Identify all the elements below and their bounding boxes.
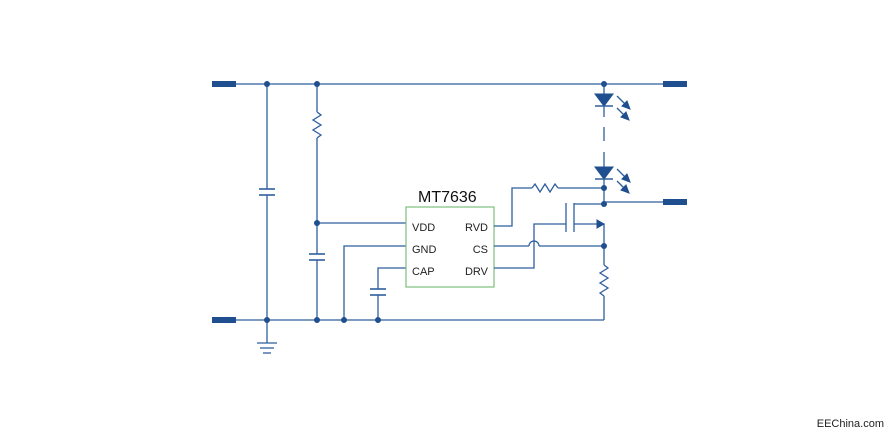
junction-dot [601, 243, 607, 249]
junction-dot [314, 81, 320, 87]
junction-dot [341, 317, 347, 323]
pin-drv-label: DRV [465, 266, 489, 278]
pin-cs-label: CS [473, 244, 488, 256]
terminal-top-left [212, 81, 236, 87]
cs-wire [494, 240, 604, 247]
bulk-capacitor [259, 84, 275, 320]
cap-capacitor [370, 267, 406, 320]
junction-dot [314, 317, 320, 323]
startup-resistor [311, 84, 323, 223]
terminal-led-cathode [663, 199, 687, 205]
junction-dot [375, 317, 381, 323]
led-string [594, 84, 663, 204]
ground-icon [257, 320, 277, 354]
rvd-resistor [494, 182, 604, 227]
mosfet [565, 203, 606, 246]
pin-vdd-label: VDD [412, 222, 435, 234]
ic-title: MT7636 [418, 189, 477, 206]
junction-dot [601, 81, 607, 87]
pin-rvd-label: RVD [465, 222, 488, 234]
junction-dot [314, 220, 320, 226]
terminal-bottom-left [212, 317, 236, 323]
led-bottom-icon [594, 166, 614, 180]
junction-dot [601, 201, 607, 207]
junction-dot [601, 185, 607, 191]
ic-body [405, 206, 495, 288]
pin-cap-label: CAP [412, 266, 435, 278]
terminal-top-right [663, 81, 687, 87]
vdd-capacitor [309, 223, 325, 320]
junction-dot [264, 317, 270, 323]
gnd-wire [343, 245, 406, 320]
watermark: EEChina.com [817, 418, 884, 430]
drv-wire [494, 223, 566, 269]
pin-gnd-label: GND [412, 244, 437, 256]
led-top-icon [594, 93, 614, 107]
junction-dot [264, 81, 270, 87]
sense-resistor [598, 246, 610, 320]
